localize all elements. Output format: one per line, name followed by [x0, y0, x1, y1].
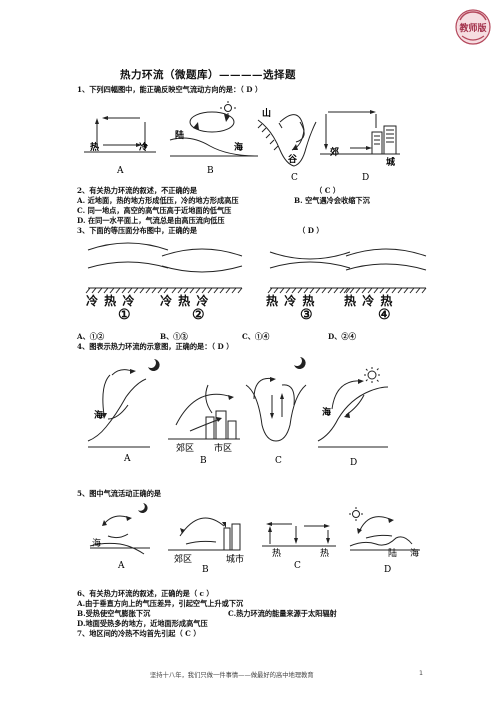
q1b-sea-label: 海 [234, 141, 243, 153]
q5b-city-label: 城市 [226, 553, 244, 565]
q3-option-a: A、①② [77, 332, 105, 341]
q5d-land-label: 陆 [388, 547, 397, 559]
question-1: 1、下列四幅图中，能正确反映空气流动方向的是：（ D ） [77, 85, 263, 94]
q4-caption-c: C [275, 456, 282, 466]
q3-diagram-4 [343, 248, 427, 294]
q2-option-d: D. 在同一水平面上，气流总是由高压流向低压 [77, 216, 225, 225]
q1-caption-c: C [291, 173, 298, 183]
q3-option-d: D、②④ [328, 332, 356, 341]
q4-diagram-a [87, 359, 160, 448]
page-title: 热力环流（微题库）————选择题 [120, 69, 296, 81]
q2-option-c: C. 同一地点，高空的高气压高于近地面的低气压 [77, 206, 232, 215]
q4-diagram-b [168, 384, 240, 440]
q1-caption-a: A [116, 166, 124, 176]
q5a-sea-label: 海 [92, 537, 101, 549]
q4b-city-label: 市区 [214, 442, 232, 454]
q4-caption-d: D [350, 458, 357, 468]
question-3-answer: （ D ） [298, 226, 324, 235]
q5-diagram-c [262, 522, 336, 547]
q5c-hot-label-1: 热 [272, 547, 281, 559]
q4b-suburb-label: 郊区 [176, 442, 194, 454]
q5-caption-c: C [294, 561, 301, 571]
q1c-valley-label: 谷 [288, 153, 298, 165]
q4-diagram-d [317, 367, 389, 448]
q1-diagram-b [169, 101, 259, 157]
q6-option-a: A.由于垂直方向上的气压差异，引起空气上升或下沉 [77, 599, 244, 608]
q3-labels-3: 热 冷 热 [266, 294, 316, 308]
q1-caption-b: B [207, 166, 214, 176]
q5c-hot-label-2: 热 [320, 547, 329, 559]
q1c-mountain-label: 山 [262, 107, 271, 119]
q4-diagrams: 海 A 郊区 市区 B C 海 D [87, 357, 389, 468]
question-4: 4、图表示热力环流的示意图，正确的是：（ D ） [77, 342, 234, 351]
q3-labels-1: 冷 热 冷 [86, 294, 136, 308]
q3-labels-4: 热 冷 热 [344, 294, 394, 308]
question-5: 5、图中气流活动正确的是 [77, 489, 162, 498]
footer-page-number: 1 [419, 670, 424, 677]
q6-option-b: B.受热使空气膨胀下沉 [77, 609, 151, 618]
q5-caption-a: A [117, 561, 125, 571]
q3-number-4: ④ [378, 307, 392, 323]
q3-number-1: ① [118, 307, 132, 323]
q4a-sea-label: 海 [94, 409, 103, 421]
question-3: 3、下面的等压面分布图中，正确的是 [77, 226, 198, 235]
q1d-suburb-label: 郊 [330, 146, 339, 158]
q1a-hot-label: 热 [90, 141, 99, 153]
q6-option-d: D.地面受热多的地方，近地面形成高气压 [77, 619, 208, 628]
q1-diagram-c [257, 114, 317, 167]
q1-diagram-a [84, 116, 156, 153]
q5-diagram-a [89, 503, 150, 555]
q4-caption-a: A [123, 454, 131, 464]
q4-diagram-c [245, 357, 307, 442]
q1a-cold-label: 冷 [139, 141, 148, 153]
svg-text:教师版: 教师版 [458, 22, 486, 34]
q5-diagram-b [168, 517, 241, 551]
q5-caption-b: B [202, 565, 209, 575]
q4-caption-b: B [200, 456, 207, 466]
q5-diagrams: 海 A 郊区 城市 B 热 热 C 陆 海 D [89, 503, 420, 575]
q1-diagrams: 热 冷 A 陆 海 B 山 谷 C 郊 城 D [84, 101, 400, 183]
footer-slogan: 坚持十八年，我们只做一件事情——做最好的高中地理教育 [150, 672, 314, 679]
question-2-answer: （ C ） [315, 186, 341, 195]
q3-diagram-2 [161, 248, 243, 294]
q1d-city-label: 城 [386, 156, 395, 168]
q6-option-c: C.热力环流的能量来源于太阳辐射 [228, 609, 337, 618]
q3-number-2: ② [192, 307, 206, 323]
q1-caption-d: D [362, 173, 369, 183]
q3-labels-2: 冷 热 冷 [160, 294, 210, 308]
q3-option-c: C、①④ [242, 332, 270, 341]
q2-option-a: A. 近地面，热的地方形成低压，冷的地方形成高压 [77, 196, 239, 205]
q5d-sea-label: 海 [410, 547, 419, 559]
q5b-suburb-label: 郊区 [174, 553, 192, 565]
q3-diagram-3 [267, 251, 351, 294]
q3-option-b: B、①③ [160, 332, 188, 341]
question-7: 7、地区间的冷热不均首先引起（ C ） [77, 629, 201, 638]
q4d-sea-label: 海 [322, 406, 331, 418]
q5-caption-d: D [384, 565, 391, 575]
question-2: 2、有关热力环流的叙述，不正确的是 [77, 186, 198, 195]
question-6: 6、有关热力环流的叙述，正确的是（ c ） [77, 589, 214, 598]
q5-diagram-d [349, 507, 420, 551]
q3-diagram-1 [85, 242, 169, 294]
q3-number-3: ③ [300, 307, 314, 323]
teacher-edition-seal: 教师版 [454, 8, 492, 46]
q2-option-b: B. 空气遇冷会收缩下沉 [294, 196, 370, 205]
q1-diagram-d [320, 110, 400, 155]
q3-isobar-diagrams [85, 242, 427, 294]
q1b-land-label: 陆 [175, 129, 184, 141]
